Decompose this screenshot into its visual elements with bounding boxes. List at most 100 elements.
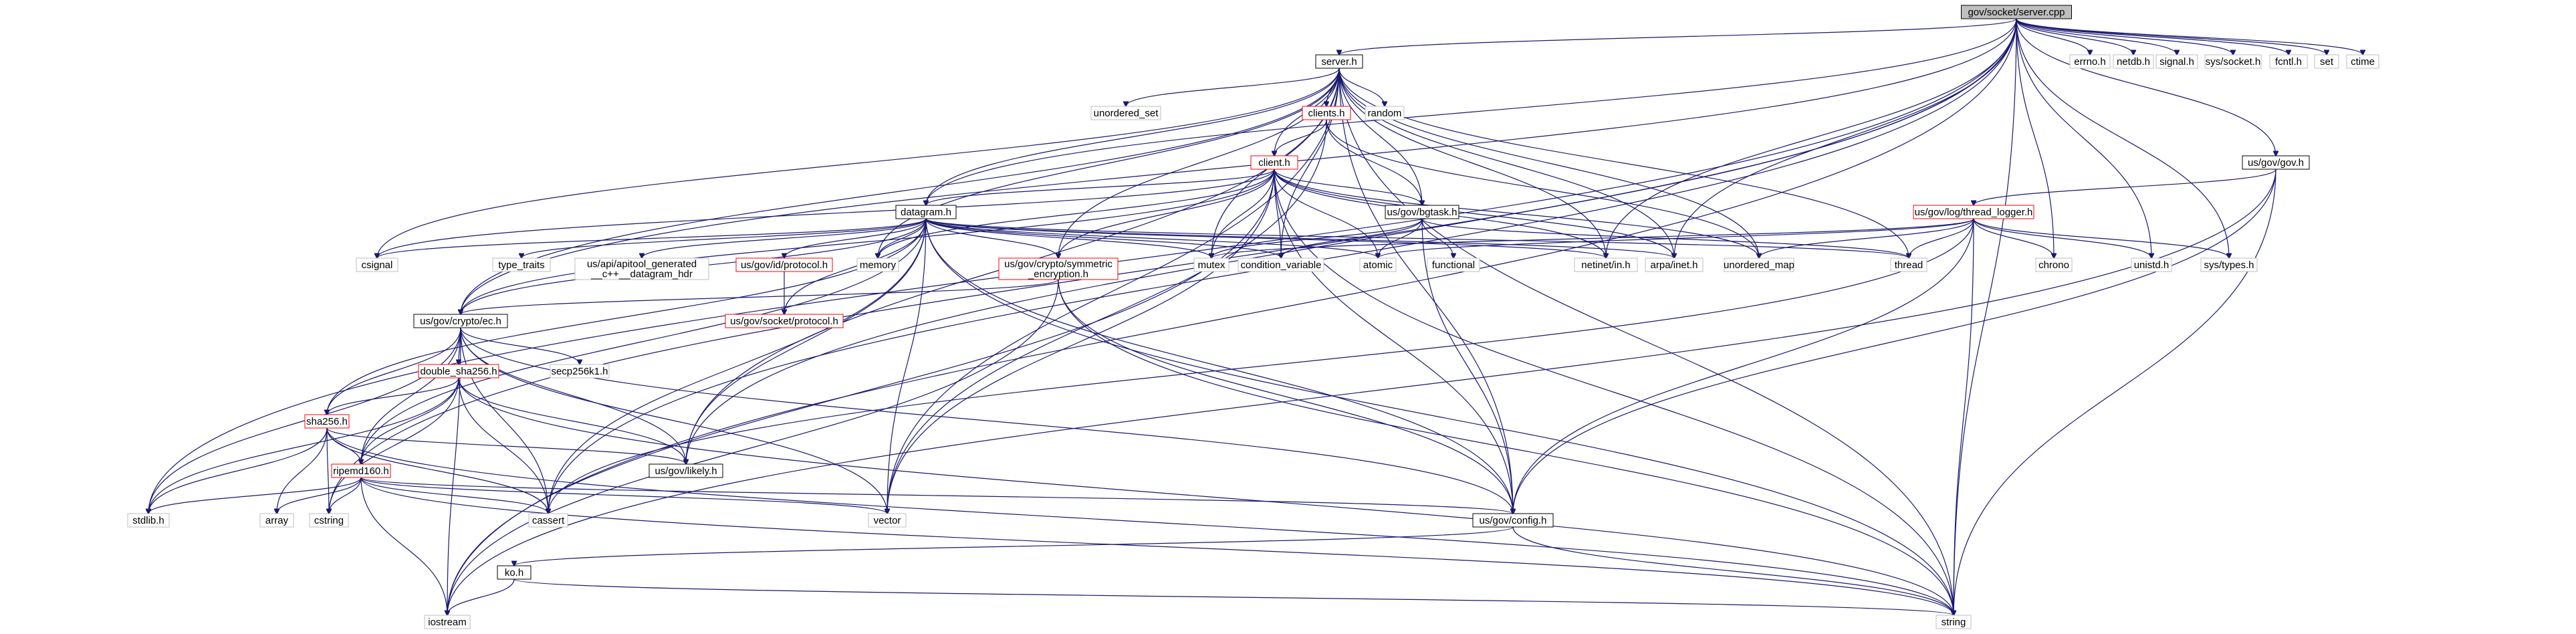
node-label: memory [860,259,897,271]
edge-datagram-to-symenc [925,218,1058,258]
node-label: signal.h [2159,56,2194,68]
node-clienth[interactable]: client.h [1250,155,1298,170]
node-box [2069,54,2111,69]
node-box [2204,54,2262,69]
node-symenc[interactable]: us/gov/crypto/symmetric_encryption.h [998,257,1119,280]
edge-root-to-usgov [2016,18,2276,156]
edge-threadlog-to-string [1954,218,1974,615]
edge-clients-to-vector [887,119,1327,514]
edge-ripemd-to-array [277,477,362,514]
edge-ech-to-ripemd [361,327,461,464]
node-box [2113,54,2154,69]
node-box [856,257,899,272]
node-root[interactable]: gov/socket/server.cpp [1961,5,2072,19]
edge-serverh-to-unordset [1126,68,1340,106]
node-koh[interactable]: ko.h [497,565,532,580]
node-box [1359,257,1397,272]
node-label: string [1942,617,1966,628]
node-memory: memory [856,257,899,272]
node-datagram[interactable]: datagram.h [895,205,957,219]
edge-serverh-to-bgtask [1338,68,1422,205]
node-idproto[interactable]: us/gov/id/protocol.h [735,257,833,272]
edge-ech-to-secp [460,327,580,364]
node-errno: errno.h [2069,54,2111,69]
node-serverh[interactable]: server.h [1315,54,1363,69]
node-label: array [265,515,289,526]
edge-root-to-chrono [2016,18,2054,258]
node-box [868,513,907,528]
edge-datagram-to-arpainet [925,218,1674,258]
edge-usgov-to-string [1954,169,2276,615]
edge-serverh-to-vector [887,68,1340,514]
node-unistd: unistd.h [2131,257,2172,272]
edge-root-to-serverh [1339,18,2017,55]
node-label: arpa/inet.h [1651,259,1698,271]
edge-sha256-to-array [277,427,328,514]
edge-layer [148,18,2363,615]
node-box [2035,257,2073,272]
node-ripemd[interactable]: ripemd160.h [331,463,391,478]
edge-sha256-to-likely [326,427,686,464]
edge-usgov-to-threadlog [1974,169,2276,205]
edge-root-to-ctime [2016,18,2363,55]
node-dsha[interactable]: double_sha256.h [418,364,499,379]
node-box [1936,615,1972,629]
edge-sha256-to-stdlib [148,427,328,514]
edge-datagram-to-cassert [548,218,927,514]
node-box [1427,257,1480,272]
node-random: random [1365,106,1405,120]
edge-clienth-to-ech [461,169,1275,314]
edge-threadlog-to-atomic [1378,218,1974,258]
node-systypes: sys/types.h [2200,257,2258,272]
edge-datagram-to-string [925,218,1954,615]
node-label: ctime [2351,56,2375,68]
node-thread: thread [1890,257,1927,272]
edge-ripemd-to-cassert [360,477,548,514]
edge-clienth-to-csignal [377,169,1275,258]
node-clients[interactable]: clients.h [1302,106,1351,120]
node-arpainet: arpa/inet.h [1645,257,1704,272]
node-box [2155,54,2198,69]
edge-datagram-to-csignal [377,218,927,258]
node-box [2269,54,2308,69]
node-label: ripemd160.h [333,465,388,477]
edge-datagram-to-likely [686,218,927,464]
node-ech[interactable]: us/gov/crypto/ec.h [413,314,508,328]
node-label: us/gov/bgtask.h [1387,207,1457,218]
edge-threadlog-to-config [1513,218,1974,514]
node-label: server.h [1321,56,1357,68]
node-sockproto[interactable]: us/gov/socket/protocol.h [725,314,844,328]
edge-clienth-to-config [1274,169,1513,514]
node-box [528,513,568,528]
node-box [418,364,499,379]
edge-clients-to-unordmap [1326,119,1759,258]
node-box [1574,257,1638,272]
node-usgov[interactable]: us/gov/gov.h [2242,155,2310,170]
node-sha256[interactable]: sha256.h [304,414,350,429]
node-netinetin: netinet/in.h [1574,257,1638,272]
edge-bgtask-to-mutex [1211,218,1423,258]
node-mutex: mutex [1193,257,1230,272]
edge-clients-to-clienth [1274,119,1327,156]
node-likely[interactable]: us/gov/likely.h [649,463,723,478]
node-label: unordered_map [1724,259,1794,271]
node-box [1890,257,1927,272]
edge-datagram-to-vector [887,218,927,514]
node-threadlog[interactable]: us/gov/log/thread_logger.h [1913,205,2034,219]
node-label: unistd.h [2134,259,2170,271]
node-label: random [1368,108,1402,119]
edge-ripemd-to-vector [360,477,887,514]
edge-clienth-to-mutex [1211,169,1275,258]
node-label: netdb.h [2117,56,2150,68]
edge-serverh-to-unordmap [1338,68,1759,258]
node-atomic: atomic [1359,257,1397,272]
edge-root-to-cstring [329,18,2017,514]
node-config[interactable]: us/gov/config.h [1472,513,1554,528]
node-box [2242,155,2310,170]
edge-serverh-to-csignal [377,68,1340,258]
edge-serverh-to-random [1338,68,1385,106]
node-bgtask[interactable]: us/gov/bgtask.h [1385,205,1459,219]
node-label: atomic [1363,259,1393,271]
edge-datagram-to-apitool [642,218,927,258]
node-box [1724,257,1794,272]
